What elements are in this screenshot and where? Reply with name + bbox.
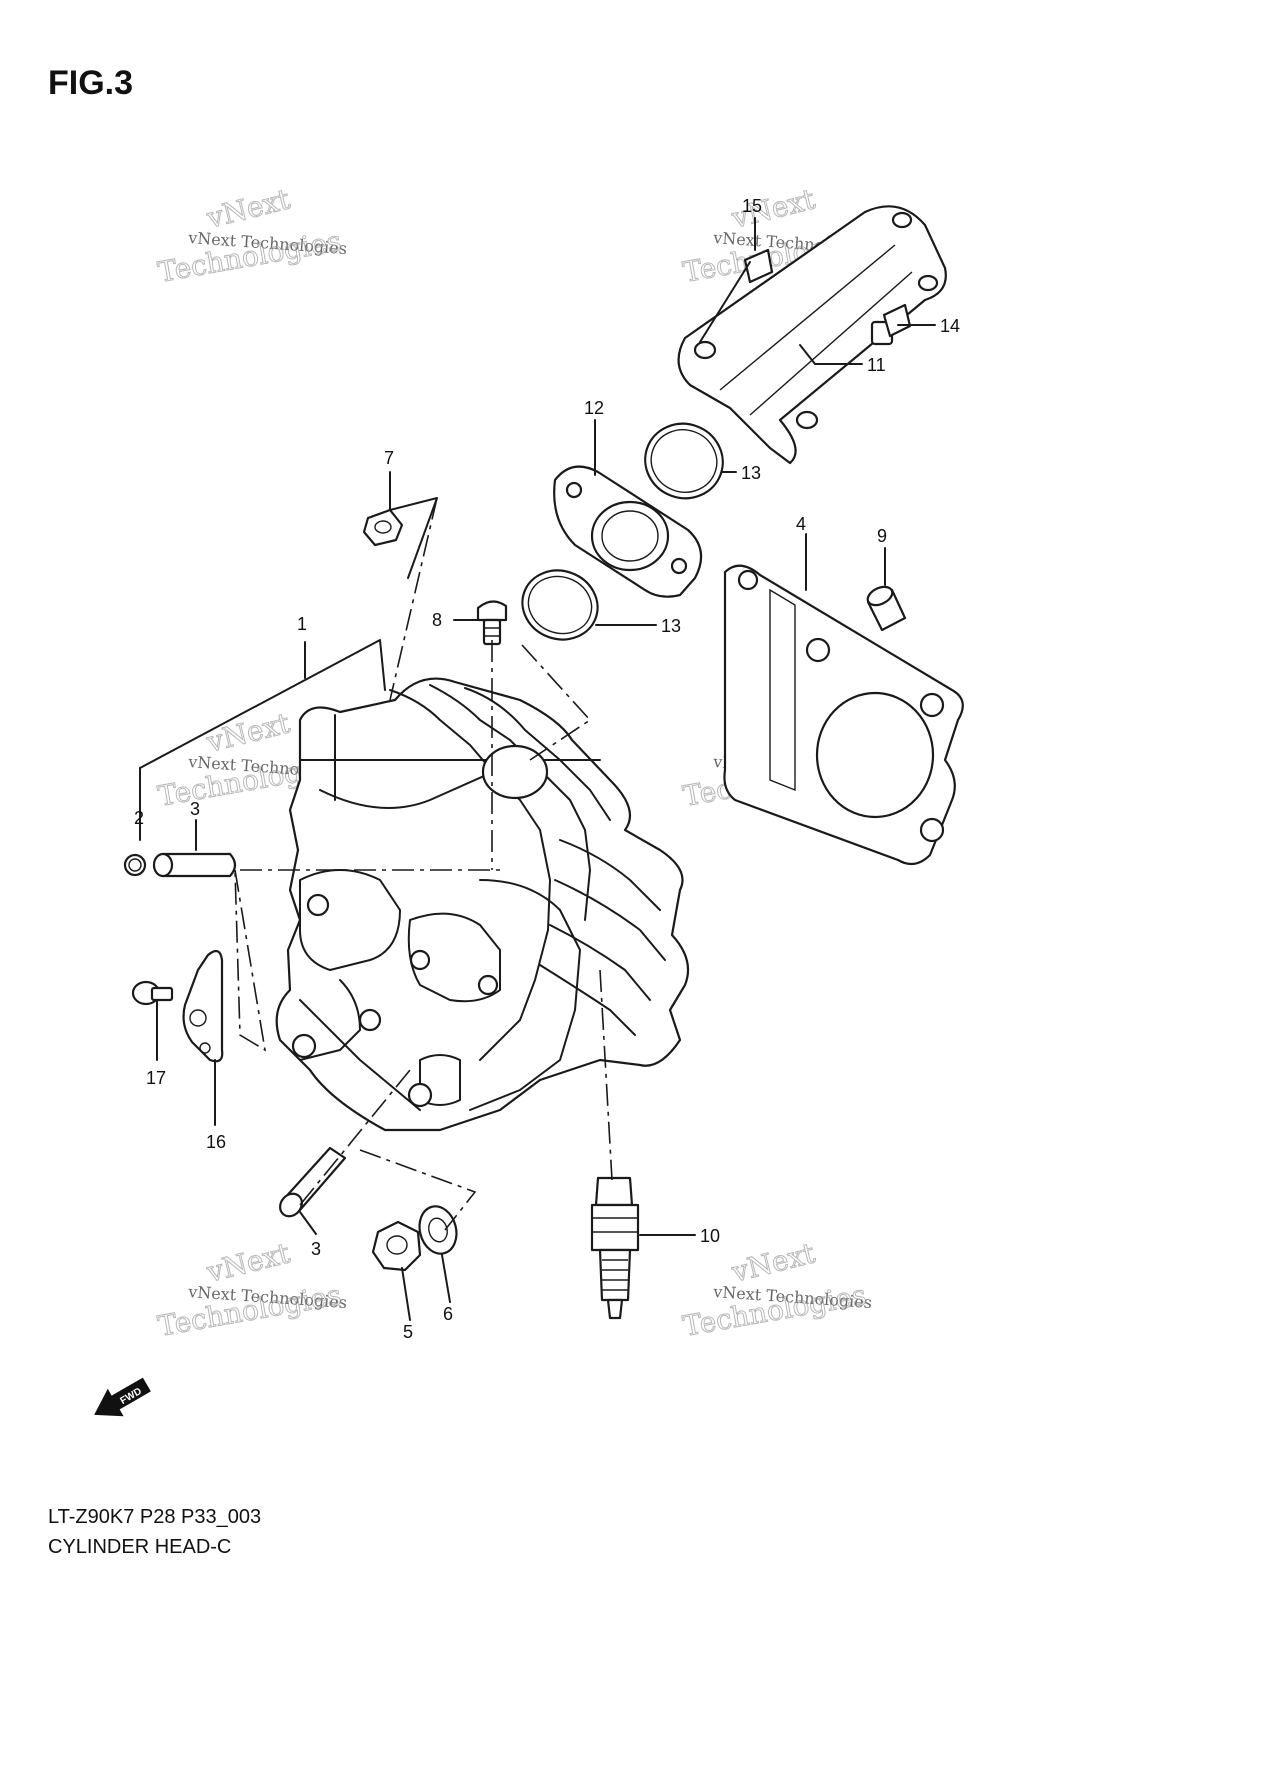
label-6: 6 [443, 1304, 453, 1324]
label-9: 9 [877, 526, 887, 546]
part-3-pin-upper [152, 852, 237, 878]
label-13-upper: 13 [741, 463, 761, 483]
part-1-cylinder-head [275, 677, 690, 1132]
label-1: 1 [297, 614, 307, 634]
svg-text:vNext: vNext [203, 1236, 294, 1289]
label-11: 11 [867, 355, 886, 375]
part-11-intake-pipe [677, 205, 947, 465]
model-code: LT-Z90K7 P28 P33_003 [48, 1506, 262, 1528]
assembly-lines [234, 497, 613, 1231]
watermark-top-left: vNext vNext Technologies Technologies [155, 182, 348, 290]
fwd-arrow-icon: FWD [94, 1377, 151, 1417]
part-13-o-ring-lower [521, 569, 599, 641]
label-3-upper: 3 [190, 799, 200, 819]
label-15: 15 [742, 196, 762, 216]
part-7-nut [362, 508, 404, 547]
part-5-nut [371, 1220, 422, 1272]
part-8-bolt [476, 600, 508, 646]
label-13-lower: 13 [661, 616, 681, 636]
svg-text:vNext: vNext [203, 182, 294, 235]
part-10-spark-plug [590, 1176, 640, 1320]
label-17: 17 [146, 1068, 166, 1088]
label-8: 8 [432, 610, 442, 630]
part-3-pin-lower [279, 1146, 347, 1218]
diagram-caption: CYLINDER HEAD-C [48, 1536, 232, 1558]
label-14: 14 [940, 316, 960, 336]
part-16-plate [182, 949, 224, 1063]
figure-title: FIG.3 [48, 64, 134, 102]
label-3-lower: 3 [311, 1239, 321, 1259]
part-9-dowel-pin [866, 585, 907, 632]
svg-text:vNext: vNext [728, 1236, 819, 1289]
part-labels: 1 2 3 3 4 5 6 7 8 9 10 11 12 13 13 14 15… [134, 196, 960, 1342]
label-16: 16 [206, 1132, 226, 1152]
part-15-bolt [699, 248, 774, 343]
part-6-washer [418, 1205, 458, 1255]
label-12: 12 [584, 398, 604, 418]
part-13-o-ring-upper [644, 422, 724, 500]
svg-text:FWD: FWD [119, 1386, 144, 1407]
label-10: 10 [700, 1226, 720, 1246]
label-5: 5 [403, 1322, 413, 1342]
part-2-clip [123, 853, 147, 877]
label-4: 4 [796, 514, 806, 534]
part-4-cylinder-head-gasket [723, 564, 964, 866]
label-7: 7 [384, 448, 394, 468]
part-12-insulator [553, 465, 703, 598]
svg-text:vNext: vNext [203, 706, 294, 759]
part-17-screw [131, 980, 174, 1006]
label-2: 2 [134, 808, 144, 828]
watermark-bottom-right: vNext vNext Technologies Technologies [680, 1236, 873, 1344]
